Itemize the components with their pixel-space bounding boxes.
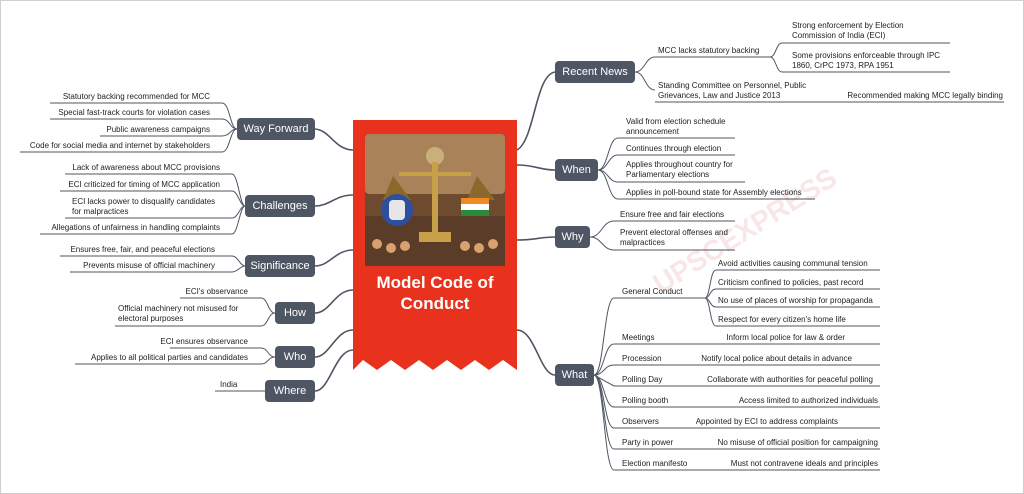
when-item: Applies throughout country for Parliamen…: [626, 160, 733, 179]
what-item: Procession: [622, 354, 662, 363]
branch-what[interactable]: What: [555, 364, 594, 386]
branch-way-forward[interactable]: Way Forward: [237, 118, 315, 140]
recent-news-detail: Strong enforcement by Election Commissio…: [792, 21, 904, 40]
center-banner: [353, 120, 517, 370]
what-item: Meetings: [622, 333, 655, 342]
where-item: India: [220, 380, 238, 389]
branch-why[interactable]: Why: [555, 226, 590, 248]
branch-when[interactable]: When: [555, 159, 598, 181]
branch-challenges[interactable]: Challenges: [245, 195, 315, 217]
who-item: Applies to all political parties and can…: [91, 353, 248, 362]
significance-item: Prevents misuse of official machinery: [83, 261, 215, 270]
what-item: Observers: [622, 417, 659, 426]
way-forward-item: Public awareness campaigns: [106, 125, 210, 134]
how-item: ECI's observance: [185, 287, 248, 296]
recent-news-item: Standing Committee on Personnel, Public …: [658, 81, 807, 100]
general-conduct-item: Criticism confined to policies, past rec…: [718, 278, 864, 287]
recent-news-detail: Recommended making MCC legally binding: [847, 91, 1003, 100]
when-item: Valid from election schedule announcemen…: [626, 117, 726, 136]
what-detail: Collaborate with authorities for peacefu…: [707, 375, 873, 384]
way-forward-item: Code for social media and internet by st…: [29, 141, 210, 150]
way-forward-item: Statutory backing recommended for MCC: [62, 92, 210, 101]
challenges-item: ECI lacks power to disqualify candidates…: [72, 197, 216, 216]
what-item: Polling booth: [622, 396, 669, 405]
branch-significance[interactable]: Significance: [245, 255, 315, 277]
significance-item: Ensures free, fair, and peaceful electio…: [70, 245, 215, 254]
what-item: Polling Day: [622, 375, 663, 384]
what-detail: Inform local police for law & order: [726, 333, 845, 342]
branch-who[interactable]: Who: [275, 346, 315, 368]
when-item: Continues through election: [626, 144, 722, 153]
challenges-item: Allegations of unfairness in handling co…: [51, 223, 220, 232]
general-conduct-item: Avoid activities causing communal tensio…: [718, 259, 868, 268]
branch-recent-news[interactable]: Recent News: [555, 61, 635, 83]
when-item: Applies in poll-bound state for Assembly…: [626, 188, 802, 197]
challenges-item: Lack of awareness about MCC provisions: [72, 163, 220, 172]
who-item: ECI ensures observance: [160, 337, 248, 346]
what-detail: Appointed by ECI to address complaints: [695, 417, 838, 426]
center-title: Model Code of Conduct: [376, 273, 494, 313]
recent-news-item: MCC lacks statutory backing: [658, 46, 760, 55]
what-item: Party in power: [622, 438, 674, 447]
what-general-conduct: General Conduct: [622, 287, 683, 296]
what-detail: Access limited to authorized individuals: [738, 396, 878, 405]
why-item: Ensure free and fair elections: [620, 210, 725, 219]
what-detail: No misuse of official position for campa…: [717, 438, 878, 447]
what-detail: Notify local police about details in adv…: [701, 354, 852, 363]
how-item: Official machinery not misused for elect…: [118, 304, 239, 323]
branch-where[interactable]: Where: [265, 380, 315, 402]
general-conduct-item: Respect for every citizen's home life: [718, 315, 846, 324]
general-conduct-item: No use of places of worship for propagan…: [718, 296, 873, 305]
center-illustration: [365, 134, 505, 266]
branch-how[interactable]: How: [275, 302, 315, 324]
way-forward-item: Special fast-track courts for violation …: [58, 108, 210, 117]
what-detail: Must not contravene ideals and principle…: [730, 459, 878, 468]
challenges-item: ECI criticized for timing of MCC applica…: [68, 180, 220, 189]
recent-news-detail: Some provisions enforceable through IPC …: [792, 51, 941, 70]
what-item: Election manifesto: [622, 459, 688, 468]
why-item: Prevent electoral offenses and malpracti…: [620, 228, 728, 247]
